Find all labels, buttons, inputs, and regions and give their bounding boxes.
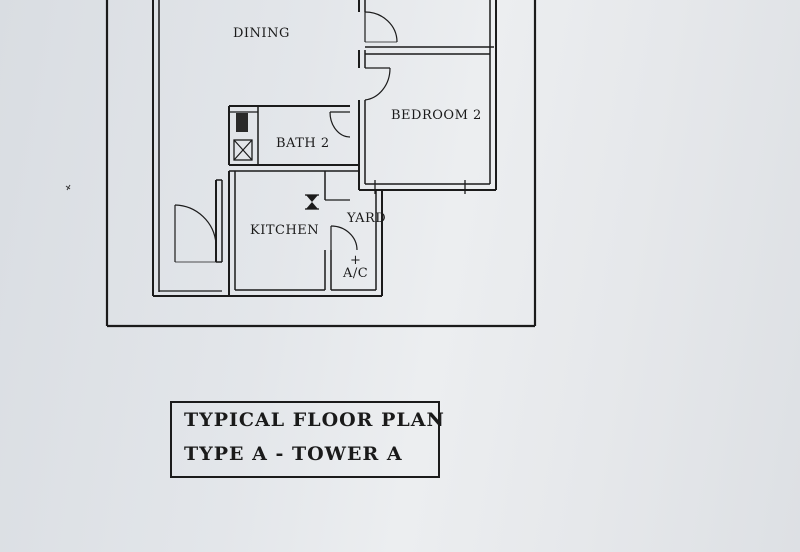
room-label-yard: YARD	[346, 211, 386, 226]
ac-symbol: +	[350, 253, 361, 268]
room-label-dining: DINING	[233, 26, 290, 41]
entrance-door	[174, 179, 223, 263]
room-label-kitchen: KITCHEN	[250, 223, 319, 238]
stray-mark	[65, 184, 71, 191]
room-label-ac: A/C	[342, 266, 368, 281]
plan-title-box: TYPICAL FLOOR PLAN TYPE A - TOWER A	[170, 401, 444, 478]
plan-subtitle: TYPE A - TOWER A	[184, 443, 403, 465]
dining-doors	[364, 11, 398, 101]
bath-walls	[228, 105, 359, 172]
kitchen-walls	[228, 171, 383, 296]
unit-walls	[152, 0, 382, 297]
room-label-bedroom-2: BEDROOM 2	[391, 108, 482, 123]
outer-frame	[105, 0, 537, 328]
bedroom-walls	[359, 0, 497, 194]
plan-title: TYPICAL FLOOR PLAN	[184, 409, 445, 431]
room-label-bath-2: BATH 2	[276, 136, 330, 151]
